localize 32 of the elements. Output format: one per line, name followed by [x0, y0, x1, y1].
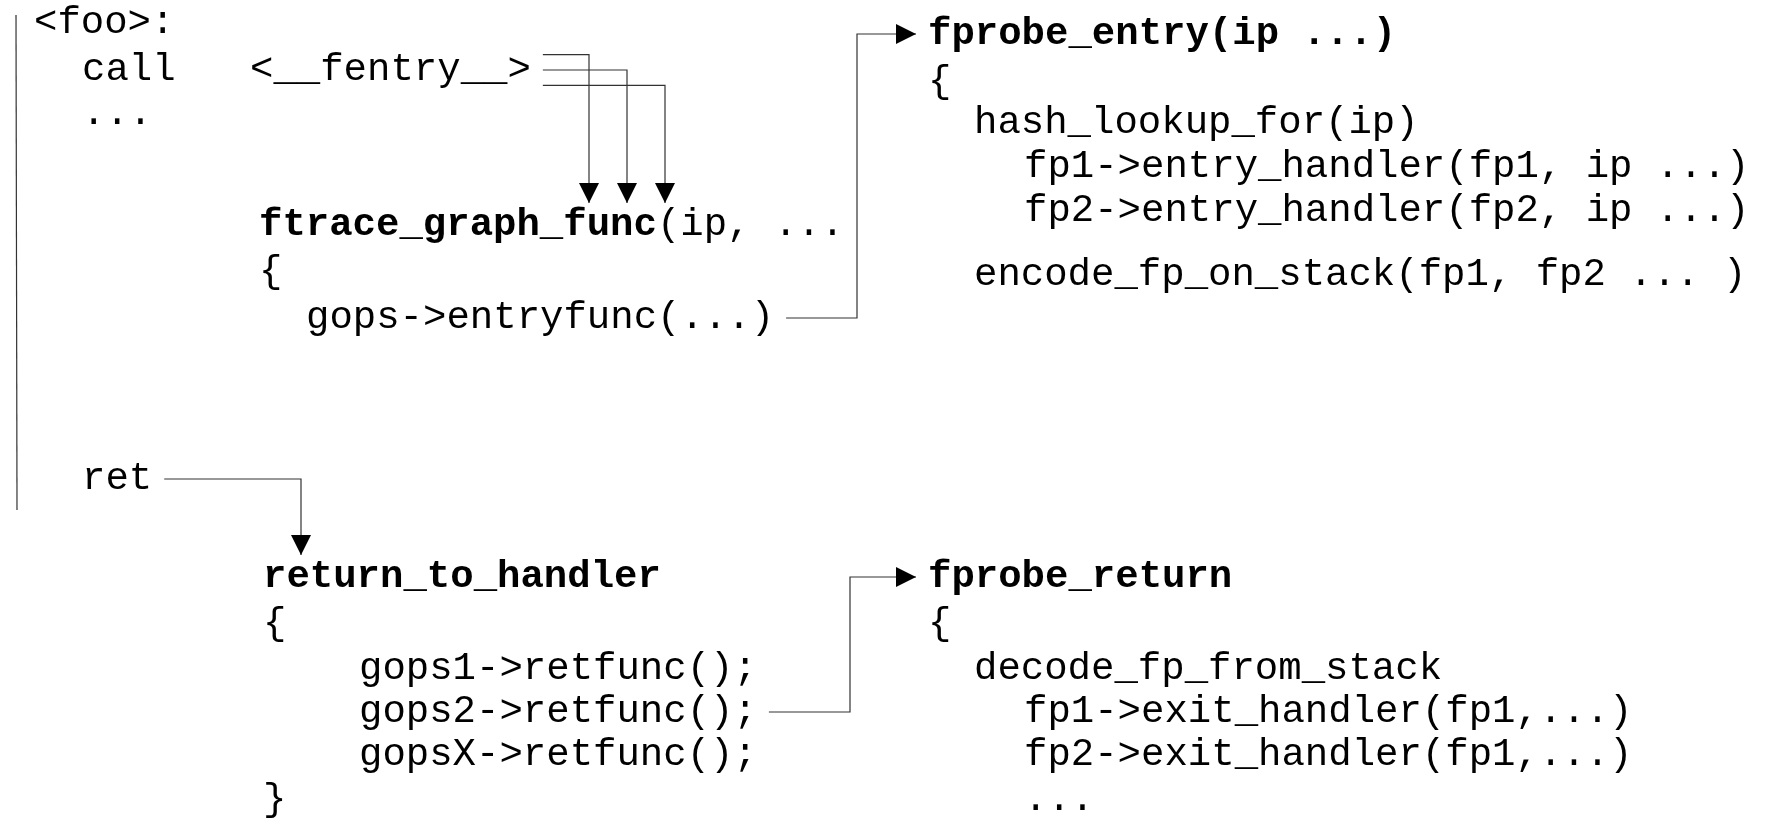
code-line: call [82, 48, 176, 92]
code-line: return_to_handler [251, 555, 673, 599]
code-line: fp2->exit_handler(fp1,...) [1024, 733, 1633, 777]
code-line: ret [70, 457, 165, 501]
code-line: ftrace_graph_func(ip, ... [247, 203, 857, 247]
code-line: hash_lookup_for(ip) [974, 101, 1419, 145]
code-line: <__fentry__> [238, 48, 543, 92]
code-line: gops->entryfunc(...) [294, 296, 787, 340]
code-line: { [259, 250, 283, 294]
arrow [768, 567, 917, 713]
code-line: gopsX->retfunc(); [359, 733, 757, 777]
code-line: { [928, 602, 952, 646]
code-line: gops2->retfunc(); [347, 690, 769, 734]
code-line: fprobe_return [916, 555, 1245, 599]
code-line: fp1->entry_handler(fp1, ip ...) [1024, 145, 1750, 189]
code-line: encode_fp_on_stack(fp1, fp2 ... ) [974, 253, 1747, 297]
code-line: decode_fp_from_stack [974, 647, 1443, 691]
code-line: ... [1024, 778, 1095, 822]
code-line: gops1->retfunc(); [359, 647, 757, 691]
arrow [542, 84, 675, 204]
code-line: fprobe_entry(ip ...) [916, 12, 1409, 56]
code-line: <foo>: [34, 1, 175, 45]
arrow [542, 54, 599, 204]
code-line: fp2->entry_handler(fp2, ip ...) [1024, 189, 1750, 233]
code-line: ... [82, 92, 153, 136]
arrow [785, 24, 917, 319]
code-line: { [928, 60, 952, 104]
code-line: fp1->exit_handler(fp1,...) [1024, 690, 1633, 734]
code-line: } [263, 778, 287, 822]
arrow [542, 69, 637, 204]
code-line: { [263, 602, 287, 646]
arrow [163, 478, 311, 556]
